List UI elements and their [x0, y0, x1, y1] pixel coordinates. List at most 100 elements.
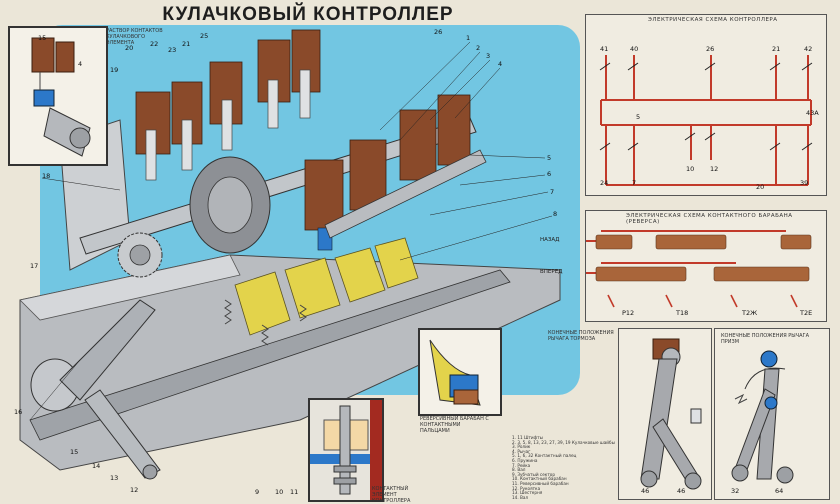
schematic-controller-diagram	[599, 55, 813, 186]
contact-finger	[299, 69, 311, 119]
legend-item: 5. 1, 6, 32 Контактный палец	[512, 453, 577, 459]
callout-17: 17	[30, 262, 39, 270]
frame-top-edge	[19, 254, 241, 321]
schematic-reverse-panel: ЭЛЕКТРИЧЕСКАЯ СХЕМА КОНТАКТНОГО БАРАБАНА…	[540, 210, 827, 322]
inset-reverse-drum	[418, 328, 502, 416]
cam-lever-panel: КОНЕЧНЫЕ ПОЛОЖЕНИЯ РЫЧАГА ПРИЗМ 32 64	[714, 328, 830, 500]
contact-block	[304, 159, 344, 231]
schematic-reverse-diagram	[586, 230, 812, 308]
schematic-reverse-title: ЭЛЕКТРИЧЕСКАЯ СХЕМА КОНТАКТНОГО БАРАБАНА…	[626, 213, 793, 225]
callout-20: 20	[125, 44, 134, 52]
schematic-controller-title: ЭЛЕКТРИЧЕСКАЯ СХЕМА КОНТРОЛЛЕРА	[648, 17, 778, 23]
inset-number-15: 15	[38, 34, 47, 42]
rail	[29, 269, 511, 441]
callout-10: 10	[275, 488, 284, 496]
contact-block	[399, 109, 437, 181]
callout-leaders	[29, 41, 553, 421]
lower-lever	[84, 389, 161, 479]
callout-5: 5	[547, 154, 552, 162]
callout-13: 13	[110, 474, 119, 482]
node-5: 5	[636, 113, 641, 121]
gear-hub	[129, 244, 151, 266]
terminal-t2e: Т2Е	[800, 309, 813, 317]
legend-item: 4. Рычаг	[512, 448, 531, 454]
callout-15: 15	[70, 448, 79, 456]
legend-item: 1. 11 Штифты	[512, 435, 543, 440]
callout-26: 26	[434, 28, 443, 36]
cam-lever-caption: КОНЕЧНЫЕ ПОЛОЖЕНИЯ РЫЧАГА ПРИЗМ	[721, 333, 809, 345]
inset-caption: РАСТВОР КОНТАКТОВ КУЛАЧКОВОГО ЭЛЕМЕНТА	[106, 28, 163, 46]
contact-finger	[267, 79, 279, 129]
spring	[224, 299, 232, 325]
callout-1: 1	[466, 34, 471, 42]
callout-3: 3	[486, 52, 491, 60]
callout-19: 19	[110, 66, 119, 74]
node-40: 40	[630, 45, 639, 53]
contact-finger	[181, 119, 193, 171]
node-20: 20	[756, 183, 765, 191]
cam-element	[374, 237, 419, 289]
handle-lever	[59, 299, 156, 401]
schematic-controller-panel: ЭЛЕКТРИЧЕСКАЯ СХЕМА КОНТРОЛЛЕРА	[585, 14, 827, 196]
callout-9: 9	[255, 488, 260, 496]
legend-item: 7. Рейка	[512, 462, 531, 468]
callout-8: 8	[553, 210, 558, 218]
node-21: 21	[772, 45, 781, 53]
callout-12: 12	[130, 486, 139, 494]
reverse-drum-caption: РЕВЕРСИВНЫЙ БАРАБАН С КОНТАКТНЫМИ ПАЛЬЦА…	[420, 416, 489, 434]
cam-element	[234, 271, 291, 336]
row-label-forward: ВПЕРЕД	[540, 269, 563, 275]
legend-item: 11. Реверсивный барабан	[512, 480, 569, 486]
brake-lever-drawing	[640, 338, 702, 490]
cam-element	[284, 257, 341, 319]
callout-11: 11	[290, 488, 299, 496]
callout-2: 2	[476, 44, 481, 52]
node-7: 7	[632, 179, 637, 187]
spring	[299, 304, 307, 322]
terminal-t18: Т18	[676, 309, 689, 317]
contact-finger	[221, 99, 233, 151]
node-12: 12	[710, 165, 719, 173]
reverse-drum-drawing	[429, 339, 481, 406]
node-26: 26	[706, 45, 715, 53]
cam-disk-hub	[207, 176, 253, 234]
legend-item: 3. Ролик	[512, 444, 531, 450]
callout-6: 6	[547, 170, 552, 178]
brake-lever-caption: КОНЕЧНЫЕ ПОЛОЖЕНИЯ РЫЧАГА ТОРМОЗА	[548, 330, 614, 342]
springs	[224, 299, 307, 346]
inset-number-4: 4	[78, 60, 83, 68]
legend-item: 13. Шестерня	[512, 490, 543, 496]
callout-7: 7	[550, 188, 555, 196]
node-10: 10	[686, 165, 695, 173]
upper-contact-fingers	[145, 69, 311, 181]
callout-16: 16	[14, 408, 23, 416]
node-43a: 43А	[806, 109, 819, 117]
callout-14: 14	[92, 462, 101, 470]
node-41: 41	[600, 45, 609, 53]
brake-lever-panel: 46 46	[618, 328, 712, 500]
legend-item: 8. Вал	[512, 467, 526, 473]
brake-dim-left: 46	[641, 487, 650, 495]
terminal-p12: Р12	[622, 309, 635, 317]
callout-22: 22	[150, 40, 159, 48]
callout-18: 18	[42, 172, 51, 180]
cam-lever-drawing	[731, 350, 794, 484]
inset-contact-element	[308, 398, 384, 502]
legend-item: 10. Контактный барабан	[512, 476, 567, 482]
brake-dim-right: 46	[677, 487, 686, 495]
lower-lever-pivot	[142, 464, 158, 480]
legend: 1. 11 Штифты 2. 3, 5, 8, 13, 23, 27, 39,…	[512, 435, 617, 500]
node-24: 24	[600, 179, 609, 187]
right-contact-blocks	[304, 94, 471, 231]
contact-block	[437, 94, 471, 166]
callout-25: 25	[200, 32, 209, 40]
callout-4: 4	[498, 60, 503, 68]
callout-21: 21	[182, 40, 191, 48]
bus-bar	[324, 149, 487, 239]
terminal-t2zh: Т2Ж	[742, 309, 758, 317]
lower-cam-elements	[234, 237, 419, 336]
inset-cam-drawing	[31, 37, 91, 157]
cam-element	[334, 247, 386, 303]
contact-element-drawing	[310, 400, 382, 500]
